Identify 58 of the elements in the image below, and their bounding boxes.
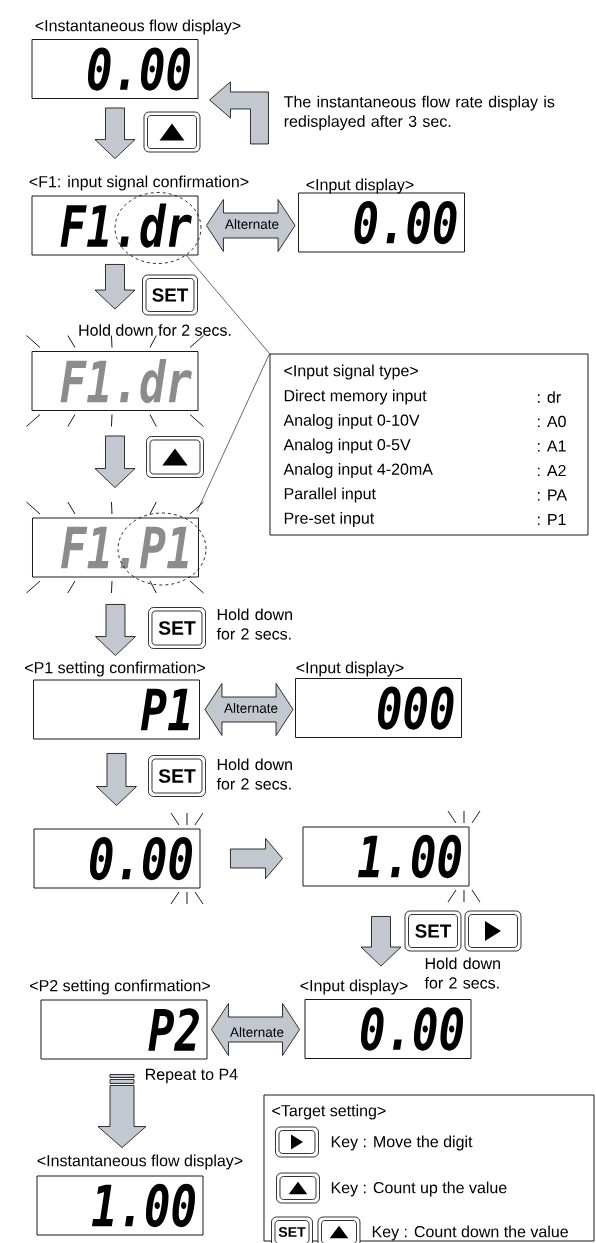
set-key: SET — [404, 910, 462, 952]
edge-label: Repeat to P4 — [143, 1067, 240, 1085]
block-arrow — [360, 916, 402, 967]
instruction-text: Hold down for 2 secs. — [79, 324, 231, 336]
edge-label: The instantaneous flow rate display is redisplayed after 3 sec. — [282, 94, 558, 132]
display-heading: <Input display> — [296, 661, 404, 677]
instruction-text: Hold down for 2 secs. — [424, 957, 500, 989]
block-arrow — [97, 1074, 147, 1148]
block-arrow — [95, 604, 136, 656]
block-arrow — [96, 753, 137, 806]
signal-name: Analog input 0-10V — [283, 414, 420, 429]
signal-code: : PA — [538, 489, 568, 501]
block-arrow — [94, 107, 136, 159]
signal-name: Direct memory input — [284, 389, 427, 405]
signal-code: : A0 — [538, 415, 566, 428]
signal-code: : P1 — [538, 514, 566, 525]
return-arrow — [209, 81, 269, 145]
display-heading: <Instantaneous flow display> — [35, 19, 241, 35]
display-heading: <F1: input signal confirmation> — [29, 175, 249, 191]
set-key: SET — [271, 1216, 313, 1243]
lcd-display: F1.P1 — [26, 501, 207, 594]
signal-code: : dr — [538, 391, 561, 403]
block-arrow — [94, 264, 136, 310]
signal-name: Parallel input — [284, 487, 376, 503]
lcd-display: P1 — [33, 679, 200, 740]
instruction-text: Hold down for 2 secs. — [216, 608, 292, 640]
leader-line — [186, 255, 270, 354]
key-description: Key : Move the digit — [331, 1135, 473, 1151]
signal-name: Analog input 0-5V — [283, 438, 411, 454]
display-heading: <Instantaneous flow display> — [37, 1154, 243, 1170]
display-heading: <P2 setting confirmation> — [30, 979, 210, 995]
panel-heading: <Input signal type> — [284, 364, 418, 380]
leader-line — [196, 353, 270, 512]
lcd-display: 1.00 — [36, 1175, 204, 1236]
display-heading: <Input display> — [300, 979, 408, 995]
signal-code: : A1 — [538, 440, 566, 452]
lcd-display: 0.00 — [33, 812, 204, 905]
instruction-text: Hold down for 2 secs. — [216, 758, 292, 790]
lcd-display: 0.00 — [31, 39, 199, 99]
lcd-display: 1.00 — [302, 810, 481, 903]
lcd-display: P2 — [40, 999, 208, 1060]
set-key: SET — [148, 607, 206, 649]
set-key: SET — [148, 755, 206, 797]
display-heading: <Input display> — [306, 178, 414, 194]
block-arrow — [230, 838, 283, 879]
key-description: Key : Count down the value — [372, 1225, 568, 1241]
panel-heading: <Target setting> — [272, 1104, 386, 1120]
lcd-display: F1.dr — [26, 335, 204, 427]
lcd-display: 0.00 — [304, 999, 472, 1059]
lcd-display: 000 — [295, 678, 462, 738]
display-heading: <P1 setting confirmation> — [25, 661, 205, 677]
set-key: SET — [142, 274, 198, 316]
signal-name: Pre-set input — [284, 512, 375, 527]
block-arrow — [94, 435, 136, 488]
signal-name: Analog input 4-20mA — [283, 463, 433, 478]
signal-code: : A2 — [538, 464, 566, 477]
lcd-display: F1.dr — [31, 192, 202, 264]
key-description: Key : Count up the value — [331, 1181, 507, 1197]
